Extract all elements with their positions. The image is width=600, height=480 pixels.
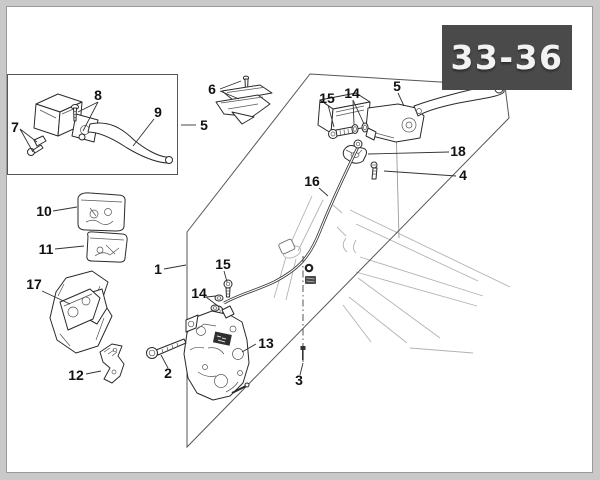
callout-4: 4 bbox=[459, 167, 467, 183]
callout-16: 16 bbox=[304, 173, 320, 189]
callout-5-upper: 5 bbox=[393, 78, 401, 94]
brake-caliper-drawing bbox=[183, 305, 250, 401]
callout-8: 8 bbox=[94, 87, 102, 103]
reservoir-cap-kit-drawing bbox=[215, 75, 273, 125]
lower-banjo-bolt-and-washers-drawing bbox=[210, 279, 233, 312]
service-kit-bag-10-drawing bbox=[77, 192, 126, 232]
master-cylinder-group-box bbox=[7, 74, 178, 175]
callout-15-lower: 15 bbox=[215, 256, 231, 272]
callout-11: 11 bbox=[39, 241, 54, 257]
callout-13: 13 bbox=[258, 335, 274, 351]
service-kit-bag-11-drawing bbox=[86, 231, 128, 263]
boxed-master-cylinder-drawing bbox=[27, 93, 173, 164]
caliper-bolt-drawing bbox=[146, 338, 187, 359]
bleed-screw-head bbox=[300, 346, 306, 350]
callout-17: 17 bbox=[26, 276, 42, 292]
callout-2: 2 bbox=[164, 365, 172, 381]
nut bbox=[305, 276, 316, 284]
callout-15-upper: 15 bbox=[319, 90, 335, 106]
callout-5-box: 5 bbox=[200, 117, 208, 133]
callout-10: 10 bbox=[36, 203, 52, 219]
brake-hose-drawing bbox=[212, 139, 363, 317]
brake-pad-set-drawing bbox=[49, 270, 113, 354]
callout-labels: 7 8 9 5 6 10 11 17 12 1 2 13 15 14 16 3 … bbox=[11, 78, 467, 388]
callout-1: 1 bbox=[154, 261, 162, 277]
handlebar-master-cylinder-drawing bbox=[317, 84, 505, 143]
callout-14-lower: 14 bbox=[191, 285, 207, 301]
callout-18: 18 bbox=[450, 143, 466, 159]
callout-9: 9 bbox=[154, 104, 162, 120]
bleed-valve-parts-drawing bbox=[300, 256, 316, 362]
background-fork-and-wheel-art bbox=[273, 123, 511, 354]
callout-14-upper: 14 bbox=[344, 85, 360, 101]
o-ring bbox=[304, 263, 314, 273]
page-number-badge: 33-36 bbox=[442, 25, 572, 90]
callout-3: 3 bbox=[295, 372, 303, 388]
callout-6: 6 bbox=[208, 81, 216, 97]
callout-7: 7 bbox=[11, 119, 19, 135]
pin-7 bbox=[33, 135, 47, 147]
leader-lines bbox=[19, 80, 457, 376]
clamp-screw-drawing bbox=[370, 161, 378, 180]
callout-12: 12 bbox=[68, 367, 84, 383]
upper-banjo-bolt-and-washers-drawing bbox=[328, 122, 369, 139]
pad-spring-clip-drawing bbox=[99, 343, 125, 384]
